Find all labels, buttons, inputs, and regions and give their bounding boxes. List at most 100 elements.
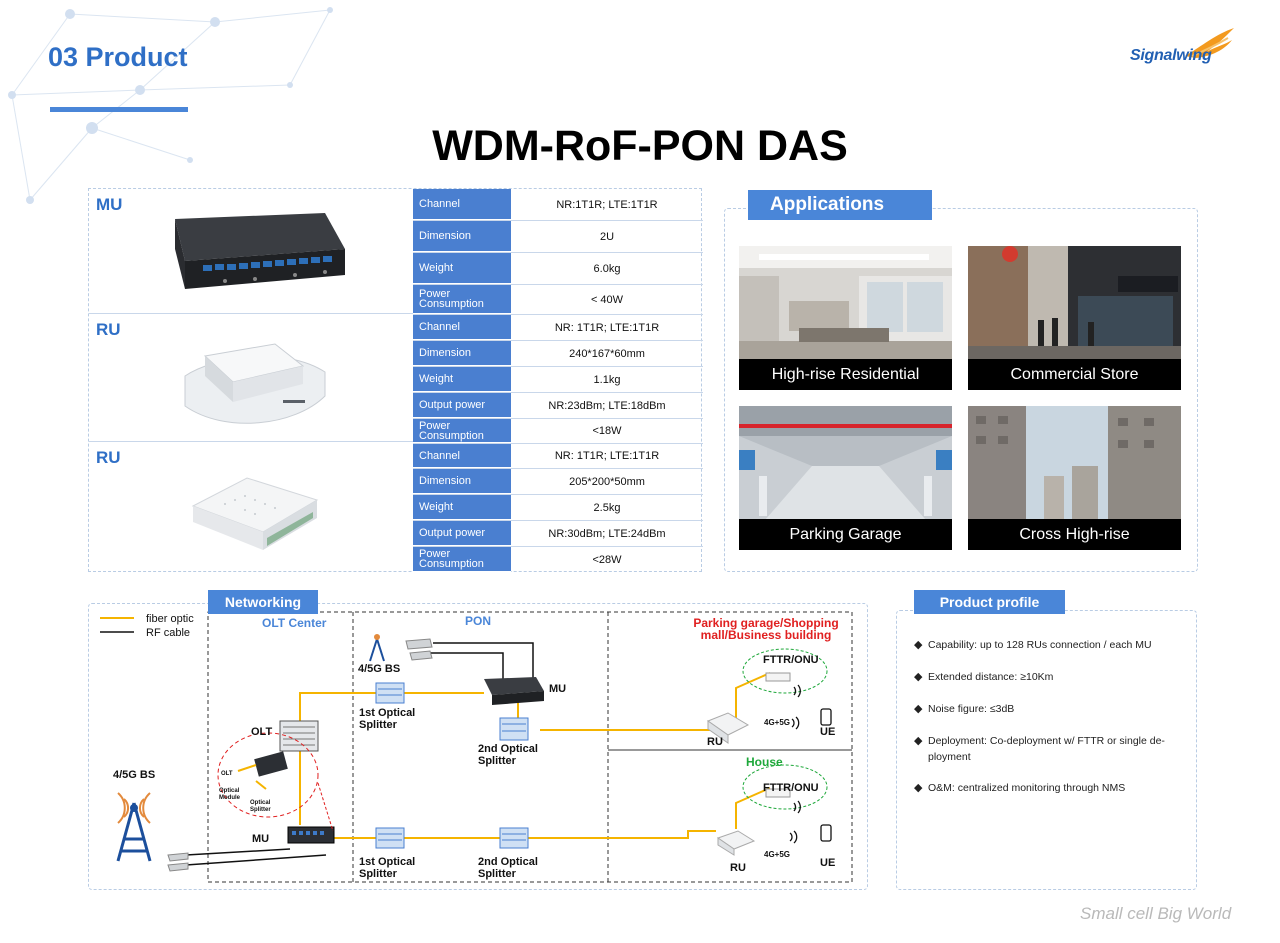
spec-row: Power Consumption <28W xyxy=(413,547,703,572)
profile-item: ◆ O&M: centralized monitoring through NM… xyxy=(914,780,1184,796)
profile-item-text: Extended distance: ≥10Km xyxy=(928,671,1054,683)
application-card-commercial: Commercial Store xyxy=(968,246,1181,390)
spec-value: 6.0kg xyxy=(593,262,621,275)
spec-key: Weight xyxy=(413,253,511,284)
spec-value: NR: 1T1R; LTE:1T1R xyxy=(554,321,660,334)
spec-key: Channel xyxy=(413,189,511,220)
splitter2-top-label: 2nd Optical Splitter xyxy=(478,743,538,767)
product-profile-tab: Product profile xyxy=(914,590,1065,614)
application-caption: Cross High-rise xyxy=(968,519,1181,550)
bullet-diamond-icon: ◆ xyxy=(914,703,923,715)
fttr-bottom-label: FTTR/ONU xyxy=(763,782,819,794)
profile-item-text: O&M: centralized monitoring through NMS xyxy=(928,782,1126,794)
spec-key: Power Consumption xyxy=(413,285,511,314)
bs-tower-top-icon xyxy=(369,638,385,662)
bullet-diamond-icon: ◆ xyxy=(914,639,923,651)
spec-row: Dimension 2U xyxy=(413,221,703,253)
spec-value: NR:1T1R; LTE:1T1R xyxy=(556,198,658,211)
bullet-diamond-icon: ◆ xyxy=(914,735,923,747)
spec-row: Dimension 205*200*50mm xyxy=(413,469,703,495)
spec-key: Dimension xyxy=(413,341,511,366)
spec-row: Weight 6.0kg xyxy=(413,253,703,285)
application-card-residential: High-rise Residential xyxy=(739,246,952,390)
spec-row: Weight 2.5kg xyxy=(413,495,703,521)
profile-item-text: Deployment: Co-deployment w/ FTTR or sin… xyxy=(928,735,1165,763)
section-underline xyxy=(50,107,188,112)
spec-row: Power Consumption < 40W xyxy=(413,285,703,315)
olt-center-label: OLT Center xyxy=(262,616,327,630)
spec-row: Weight 1.1kg xyxy=(413,367,703,393)
spec-key: Dimension xyxy=(413,221,511,252)
spec-value: 2.5kg xyxy=(593,501,621,514)
spec-value: NR:23dBm; LTE:18dBm xyxy=(548,399,666,412)
olt-rack-icon xyxy=(279,720,319,752)
fttr-top-label: FTTR/ONU xyxy=(763,654,819,666)
spec-value: <18W xyxy=(592,425,622,437)
spec-key: Power Consumption xyxy=(413,419,511,443)
product-label: MU xyxy=(96,195,123,214)
product-block-ru-2: RU xyxy=(89,442,413,573)
callout-splitter-label: Optical Splitter xyxy=(250,800,271,813)
product-block-mu: MU xyxy=(89,189,413,314)
mu-top-label: MU xyxy=(549,683,567,695)
product-label: RU xyxy=(96,448,121,467)
spec-key: Power Consumption xyxy=(413,547,511,572)
spec-value: 240*167*60mm xyxy=(569,347,645,360)
ru-ceiling-device-image xyxy=(191,477,319,550)
spec-row: Dimension 240*167*60mm xyxy=(413,341,703,367)
ue-bottom-label: UE xyxy=(820,857,836,869)
bs-left-label: 4/5G BS xyxy=(113,769,156,781)
applications-tab: Applications xyxy=(748,190,932,220)
signalwing-wing-icon xyxy=(1185,28,1234,58)
bullet-diamond-icon: ◆ xyxy=(914,782,923,794)
ru-bottom-label: RU xyxy=(730,862,746,874)
logo-text: Signalwing xyxy=(1130,47,1212,64)
profile-item: ◆ Capability: up to 128 RUs connection /… xyxy=(914,637,1184,653)
profile-item-text: Capability: up to 128 RUs connection / e… xyxy=(928,639,1152,651)
scenario-house-label: House xyxy=(746,755,783,769)
spec-value: 2U xyxy=(599,230,615,243)
application-caption: High-rise Residential xyxy=(739,359,952,390)
spec-value: NR: 1T1R; LTE:1T1R xyxy=(554,450,660,462)
splitter1-top-label: 1st Optical Splitter xyxy=(359,707,416,731)
ru-device-image xyxy=(184,343,326,424)
application-card-parking: Parking Garage xyxy=(739,406,952,550)
spec-row: Output power NR:30dBm; LTE:24dBm xyxy=(413,521,703,547)
networking-diagram xyxy=(100,611,853,883)
bullet-diamond-icon: ◆ xyxy=(914,671,923,683)
profile-item-text: Noise figure: ≤3dB xyxy=(928,703,1015,715)
spec-value: NR:30dBm; LTE:24dBm xyxy=(548,527,666,540)
networking-tab: Networking xyxy=(208,590,318,614)
footer-slogan: Small cell Big World xyxy=(1080,904,1232,923)
spec-key: Dimension xyxy=(413,469,511,494)
pon-label: PON xyxy=(465,614,492,628)
spec-key: Channel xyxy=(413,444,511,468)
application-caption: Parking Garage xyxy=(739,519,952,550)
legend-fiber-label: fiber optic xyxy=(146,613,194,625)
spec-value: < 40W xyxy=(590,293,624,306)
scenario-building-label: Parking garage/Shopping mall/Business bu… xyxy=(693,616,839,642)
spec-key: Weight xyxy=(413,495,511,520)
applications-panel xyxy=(724,208,1198,572)
spec-row: Power Consumption <18W xyxy=(413,419,703,444)
ue-top-label: UE xyxy=(820,726,836,738)
mu-device-image xyxy=(175,213,345,289)
g45-bottom-label: 4G+5G xyxy=(764,850,791,859)
spec-value: 1.1kg xyxy=(593,373,621,386)
olt-label: OLT xyxy=(251,726,273,738)
bs-top-label: 4/5G BS xyxy=(358,663,401,675)
application-card-cross-highrise: Cross High-rise xyxy=(968,406,1181,550)
spec-row: Output power NR:23dBm; LTE:18dBm xyxy=(413,393,703,419)
splitter2-bottom-label: 2nd Optical Splitter xyxy=(478,856,538,880)
spec-key: Output power xyxy=(413,521,511,546)
networking-panel xyxy=(88,603,868,890)
spec-row: Channel NR: 1T1R; LTE:1T1R xyxy=(413,315,703,341)
section-title: 03 Product xyxy=(48,42,188,72)
spec-row: Channel NR: 1T1R; LTE:1T1R xyxy=(413,444,703,469)
splitter1-bottom-label: 1st Optical Splitter xyxy=(359,856,416,880)
callout-olt-label: OLT xyxy=(221,771,233,777)
page-title: WDM-RoF-PON DAS xyxy=(432,122,848,170)
legend-rf-label: RF cable xyxy=(146,627,191,639)
g45-top-label: 4G+5G xyxy=(764,718,791,727)
application-caption: Commercial Store xyxy=(968,359,1181,390)
